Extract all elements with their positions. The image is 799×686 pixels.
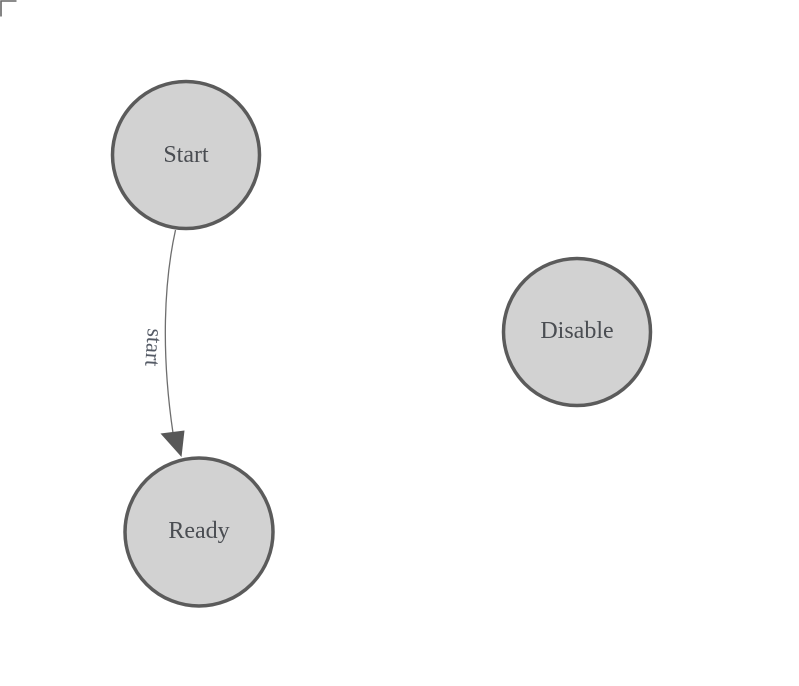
- transition-label: start: [140, 328, 168, 368]
- state-node-ready[interactable]: Ready: [123, 456, 275, 608]
- state-circle-ready[interactable]: [123, 456, 275, 608]
- state-circle-disable[interactable]: [501, 256, 653, 408]
- paper-corner-mark: [0, 0, 17, 17]
- state-node-start[interactable]: Start: [110, 79, 262, 231]
- state-label-start: Start: [163, 142, 209, 168]
- state-label-ready: Ready: [168, 518, 229, 544]
- state-node-disable[interactable]: Disable: [501, 256, 653, 408]
- transition-start-ready[interactable]: start: [140, 229, 185, 457]
- arrowhead-icon: [160, 430, 185, 457]
- state-label-disable: Disable: [540, 318, 613, 344]
- state-circle-start[interactable]: [110, 79, 262, 231]
- transition-line[interactable]: [164, 229, 177, 434]
